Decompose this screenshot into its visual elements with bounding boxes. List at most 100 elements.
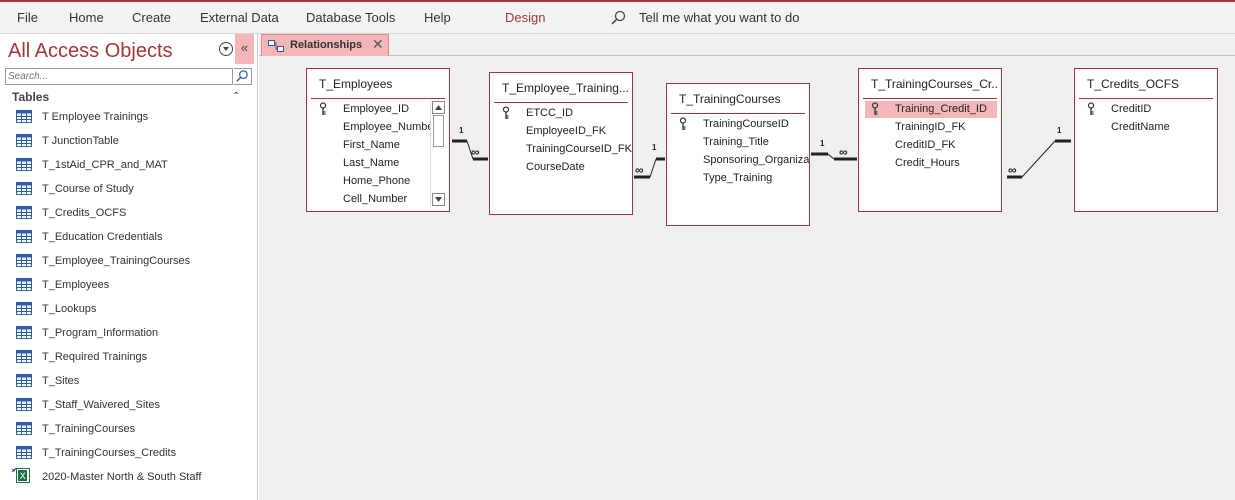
menu-database-tools[interactable]: Database Tools — [306, 10, 396, 25]
menu-external-data[interactable]: External Data — [200, 10, 279, 25]
relationship-one-label: 1 — [652, 143, 657, 152]
nav-item[interactable]: T_Course of Study — [0, 178, 256, 202]
nav-search-input[interactable] — [5, 68, 233, 85]
nav-item[interactable]: T_Required Trainings — [0, 346, 256, 370]
nav-item-label: T_TrainingCourses_Credits — [42, 447, 177, 459]
nav-item[interactable]: T JunctionTable — [0, 130, 256, 154]
nav-item[interactable]: T_Lookups — [0, 298, 256, 322]
nav-item-label: T_Program_Information — [42, 327, 159, 339]
menu-file[interactable]: File — [17, 10, 38, 25]
document-area: Relationships ✕ — [259, 34, 1235, 500]
field-row[interactable]: TrainingCourseID_FK — [496, 141, 632, 158]
field-name: ETCC_ID — [526, 107, 574, 119]
field-row[interactable]: ETCC_ID — [496, 105, 632, 122]
nav-search-button[interactable] — [234, 68, 252, 85]
tab-relationships-label: Relationships — [290, 39, 363, 51]
collapse-section-icon[interactable]: ⌃ — [232, 91, 241, 102]
table-title[interactable]: T_Employees — [319, 77, 393, 91]
vertical-scrollbar[interactable] — [430, 101, 445, 207]
table-box-training-courses-credits[interactable]: T_TrainingCourses_Cr... Training_Credit_… — [858, 68, 1002, 212]
table-icon — [16, 206, 32, 219]
table-icon — [16, 446, 32, 459]
nav-item[interactable]: T_Education Credentials — [0, 226, 256, 250]
nav-item[interactable]: T_Sites — [0, 370, 256, 394]
menu-create[interactable]: Create — [132, 10, 172, 25]
menu-design[interactable]: Design — [505, 10, 546, 25]
table-icon — [16, 110, 32, 123]
nav-item[interactable]: T_TrainingCourses — [0, 418, 256, 442]
field-row[interactable]: Sponsoring_Organization — [673, 152, 809, 169]
relationship-one-label: 1 — [459, 126, 464, 135]
nav-item-label: T_Sites — [42, 375, 80, 387]
table-icon — [16, 134, 32, 147]
nav-pane-title[interactable]: All Access Objects — [8, 40, 173, 62]
field-row[interactable]: EmployeeID_FK — [496, 123, 632, 140]
nav-item[interactable]: X 2020-Master North & South Staff — [0, 466, 256, 490]
field-row[interactable]: Home_Phone — [313, 173, 431, 190]
relationships-icon — [268, 40, 284, 52]
field-row[interactable]: Employee_Number — [313, 119, 431, 136]
table-box-employee-training-courses[interactable]: T_Employee_Training... ETCC_ID EmployeeI… — [489, 72, 633, 215]
scroll-down-button[interactable] — [432, 193, 445, 206]
svg-text:X: X — [20, 472, 26, 482]
relationship-many-label: ∞ — [1008, 163, 1017, 177]
nav-collapse-button[interactable]: « — [235, 34, 254, 64]
field-row[interactable]: First_Name — [313, 137, 431, 154]
navigation-pane: All Access Objects « Tables ⌃ T Employee… — [0, 34, 258, 500]
menu-help[interactable]: Help — [424, 10, 451, 25]
nav-menu-dropdown-icon[interactable] — [219, 42, 233, 56]
relationship-one-label: 1 — [1057, 126, 1062, 135]
field-row[interactable]: Last_Name — [313, 155, 431, 172]
table-title[interactable]: T_Credits_OCFS — [1087, 77, 1180, 91]
tab-relationships[interactable]: Relationships ✕ — [261, 34, 389, 56]
nav-item[interactable]: T_TrainingCourses_Credits — [0, 442, 256, 466]
field-row[interactable]: Type_Training — [673, 170, 809, 187]
nav-item[interactable]: T Employee Trainings — [0, 106, 256, 130]
field-row[interactable]: CourseDate — [496, 159, 632, 176]
nav-item[interactable]: T_Program_Information — [0, 322, 256, 346]
tell-me-input[interactable]: Tell me what you want to do — [639, 10, 800, 25]
relationship-line[interactable] — [452, 139, 488, 161]
table-title[interactable]: T_Employee_Training... — [502, 81, 629, 95]
nav-item[interactable]: T_Staff_Waivered_Sites — [0, 394, 256, 418]
nav-item-label: T JunctionTable — [42, 135, 119, 147]
nav-item[interactable]: T_Credits_OCFS — [0, 202, 256, 226]
table-box-training-courses[interactable]: T_TrainingCourses TrainingCourseID Train… — [666, 83, 810, 226]
nav-item[interactable]: T_Employees — [0, 274, 256, 298]
relationship-line[interactable] — [811, 152, 857, 161]
scroll-up-button[interactable] — [432, 101, 445, 114]
field-name: CreditName — [1111, 121, 1170, 133]
table-box-employees[interactable]: T_Employees Employee_ID Employee_Number … — [306, 68, 450, 212]
relationship-many-label: ∞ — [471, 145, 480, 159]
nav-item-label: 2020-Master North & South Staff — [42, 471, 202, 483]
relationship-line[interactable] — [634, 157, 665, 179]
nav-item[interactable]: T_Employee_TrainingCourses — [0, 250, 256, 274]
field-name: Type_Training — [703, 172, 773, 184]
field-name: TrainingCourseID_FK — [526, 143, 632, 155]
field-row[interactable]: CreditID — [1081, 101, 1217, 118]
menu-home[interactable]: Home — [69, 10, 104, 25]
field-row[interactable]: TrainingCourseID — [673, 116, 809, 133]
nav-section-header-tables[interactable]: Tables — [12, 90, 50, 104]
field-row-selected[interactable]: Training_Credit_ID — [865, 101, 997, 118]
close-icon[interactable]: ✕ — [372, 36, 384, 52]
field-row[interactable]: CreditName — [1081, 119, 1217, 136]
table-box-credits-ocfs[interactable]: T_Credits_OCFS CreditID CreditName — [1074, 68, 1218, 212]
field-name: CreditID_FK — [895, 139, 956, 151]
relationship-line[interactable] — [1007, 139, 1071, 179]
field-row[interactable]: Cell_Number — [313, 191, 431, 208]
field-row[interactable]: Credit_Hours — [865, 155, 1001, 172]
field-name: CreditID — [1111, 103, 1152, 115]
scroll-thumb[interactable] — [433, 115, 444, 147]
table-title[interactable]: T_TrainingCourses_Cr... — [871, 77, 999, 91]
relationship-many-label: ∞ — [635, 163, 644, 177]
field-row[interactable]: Employee_ID — [313, 101, 431, 118]
table-icon — [16, 398, 32, 411]
table-title[interactable]: T_TrainingCourses — [679, 92, 781, 106]
field-row[interactable]: Training_Title — [673, 134, 809, 151]
nav-item-label: T_Lookups — [42, 303, 97, 315]
field-row[interactable]: CreditID_FK — [865, 137, 1001, 154]
field-name: Credit_Hours — [895, 157, 960, 169]
nav-item[interactable]: T_1stAid_CPR_and_MAT — [0, 154, 256, 178]
field-row[interactable]: TrainingID_FK — [865, 119, 1001, 136]
